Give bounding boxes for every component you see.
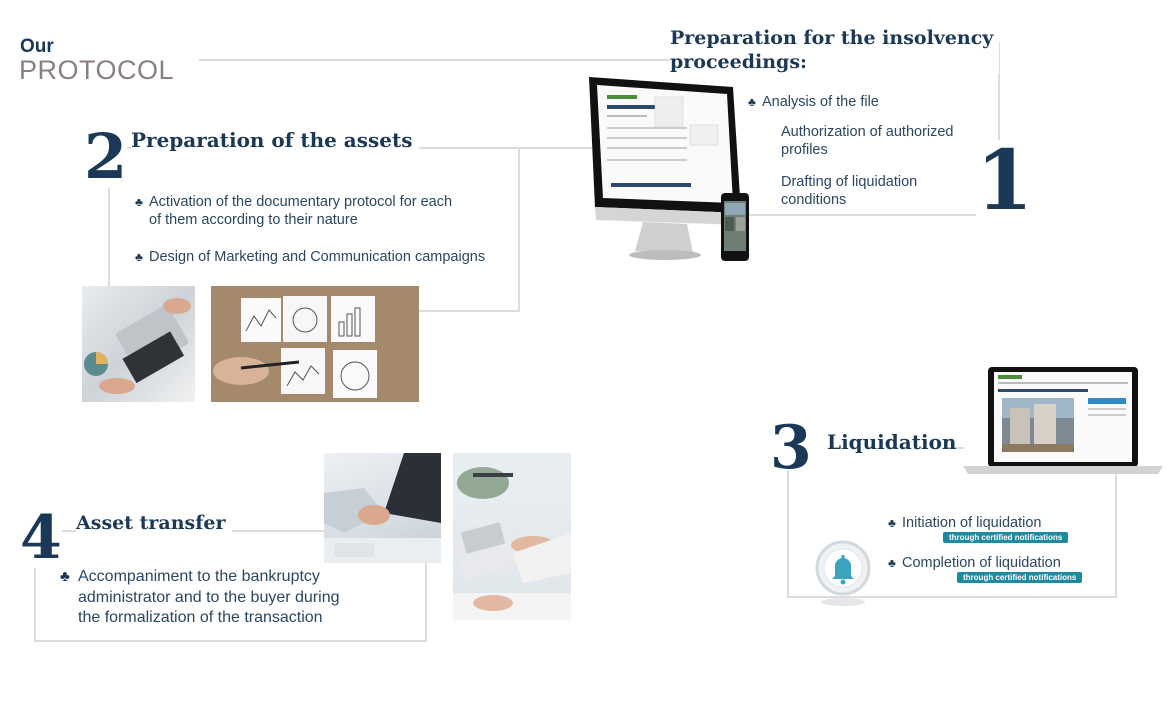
step2-item-activation: ♣Activation of the documentary protocol … bbox=[135, 194, 453, 228]
step1-frame-bottom bbox=[690, 214, 980, 216]
step2-frame-bottom bbox=[418, 310, 520, 312]
step2-number: 2 bbox=[84, 120, 128, 193]
club-icon: ♣ bbox=[888, 556, 896, 570]
handshake-photo bbox=[324, 453, 441, 563]
step4-title: Asset transfer bbox=[76, 512, 232, 534]
desktop-monitor-icon bbox=[589, 77, 749, 261]
laptop-workspace-photo bbox=[82, 286, 195, 402]
step3-item-initiation: ♣Initiation of liquidation bbox=[888, 515, 1042, 531]
club-icon: ♣ bbox=[135, 195, 143, 209]
charts-notes-photo bbox=[211, 286, 419, 402]
step4-number: 4 bbox=[20, 503, 62, 573]
header-protocol: PROTOCOL bbox=[19, 55, 175, 85]
header-our: Our bbox=[20, 36, 54, 57]
step3-connector bbox=[944, 447, 964, 449]
laptop-icon bbox=[963, 367, 1163, 474]
step2-frame-right bbox=[518, 147, 520, 312]
bell-icon bbox=[815, 540, 871, 606]
club-icon: ♣ bbox=[748, 95, 756, 109]
club-icon: ♣ bbox=[60, 568, 70, 585]
step1-title: Preparation for the insolvency proceedin… bbox=[670, 26, 1000, 74]
step2-connector bbox=[517, 147, 592, 149]
club-icon: ♣ bbox=[888, 516, 896, 530]
step1-item-drafting: Drafting of liquidation conditions bbox=[781, 174, 918, 208]
step1-item-authorization: Authorization of authorized profiles bbox=[781, 124, 954, 158]
connector-line bbox=[199, 59, 670, 61]
step4-frame-right bbox=[425, 562, 427, 642]
step1-item-analysis: ♣Analysis of the file bbox=[748, 94, 879, 110]
step3-title: Liquidation bbox=[827, 430, 957, 454]
step2-title: Preparation of the assets bbox=[131, 128, 419, 152]
step3-item-completion: ♣Completion of liquidation bbox=[888, 555, 1061, 571]
step1-number: 1 bbox=[976, 133, 1034, 229]
certified-badge: through certified notifications bbox=[943, 532, 1069, 543]
step4-item-accompaniment: ♣Accompaniment to the bankruptcy adminis… bbox=[60, 568, 340, 626]
club-icon: ♣ bbox=[135, 250, 143, 264]
step3-number: 3 bbox=[770, 413, 812, 483]
step3-frame bbox=[787, 470, 1117, 598]
certified-badge: through certified notifications bbox=[957, 572, 1083, 583]
step2-item-design: ♣Design of Marketing and Communication c… bbox=[135, 249, 486, 265]
step2-frame-left bbox=[108, 170, 110, 286]
signing-document-photo bbox=[453, 453, 571, 620]
step1-frame-right bbox=[998, 42, 1000, 152]
